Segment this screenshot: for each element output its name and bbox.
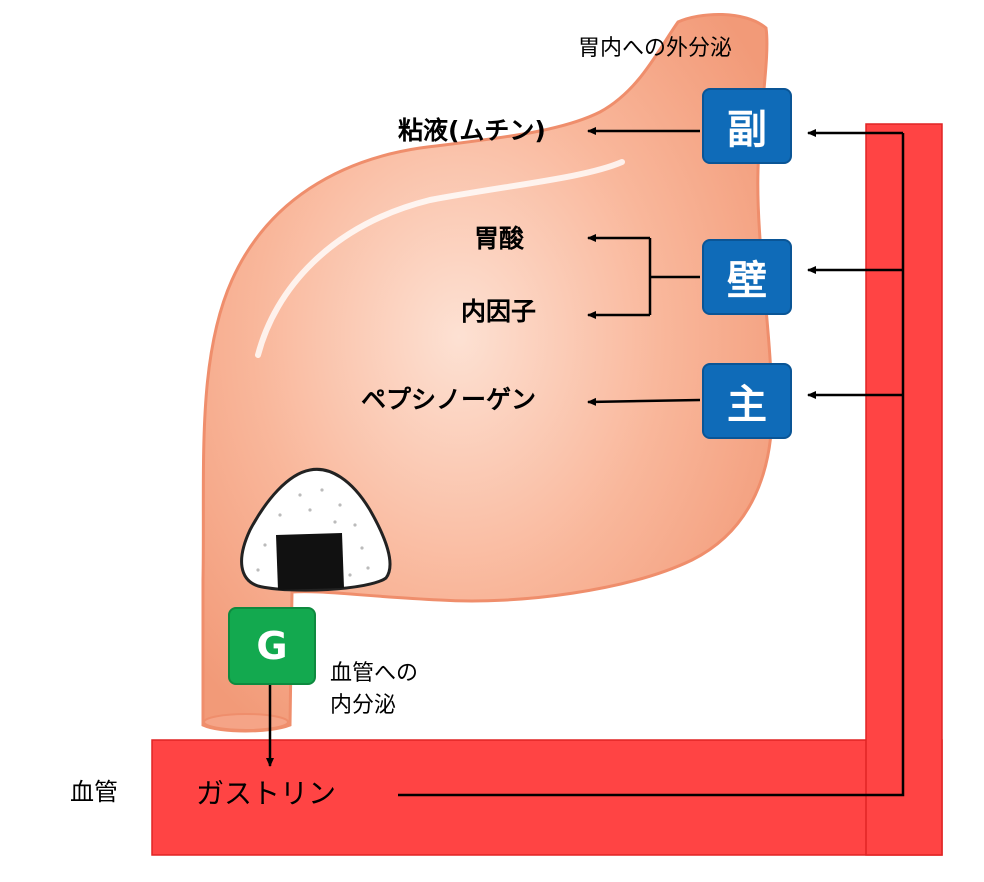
accessory-cell: 副 — [702, 88, 792, 164]
endocrine-label-line2: 内分泌 — [330, 693, 397, 718]
parietal-branch — [648, 238, 700, 315]
exocrine-label: 胃内への外分泌 — [578, 36, 733, 61]
chief-cell: 主 — [702, 363, 792, 439]
parietal-cell: 壁 — [702, 239, 792, 315]
endocrine-label-line1: 血管への — [330, 661, 419, 686]
pepsinogen-label: ペプシノーゲン — [361, 385, 537, 414]
chief-cell-label: 主 — [727, 382, 767, 428]
arrow-pepsinogen — [587, 397, 701, 406]
arrows — [266, 127, 905, 797]
intrinsic-factor-label: 内因子 — [461, 297, 537, 326]
mucus-label: 粘液(ムチン) — [398, 116, 546, 145]
blood-vessel-label: 血管 — [70, 778, 118, 806]
g-cell-label: G — [256, 624, 288, 668]
gastrin-label: ガストリン — [196, 777, 337, 810]
accessory-cell-label: 副 — [727, 107, 767, 153]
onigiri-icon — [240, 467, 392, 592]
gastrin-signal-line — [398, 133, 905, 797]
g-cell: G — [228, 607, 316, 685]
parietal-cell-label: 壁 — [727, 258, 767, 304]
acid-label: 胃酸 — [474, 224, 525, 253]
